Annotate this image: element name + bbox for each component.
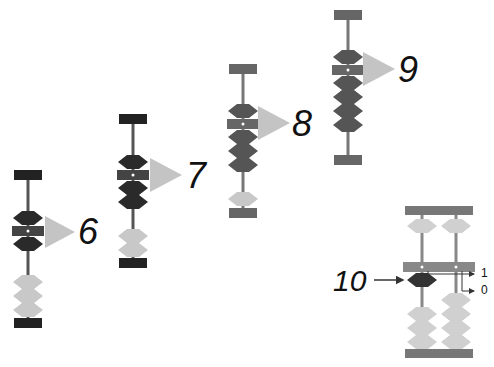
abacus-rod [12,170,75,328]
abacus-rod [227,64,290,218]
callout-number: 7 [186,158,206,194]
abacus-rod [117,114,182,268]
abacus-rod [332,10,395,165]
callout-number: 9 [398,52,418,88]
callout-number: 6 [78,214,98,250]
callout-number: 0 [481,284,488,296]
abacus-frame [374,206,475,358]
callout-number: 8 [292,106,312,142]
callout-number: 10 [333,266,366,296]
callout-number: 1 [481,267,488,279]
